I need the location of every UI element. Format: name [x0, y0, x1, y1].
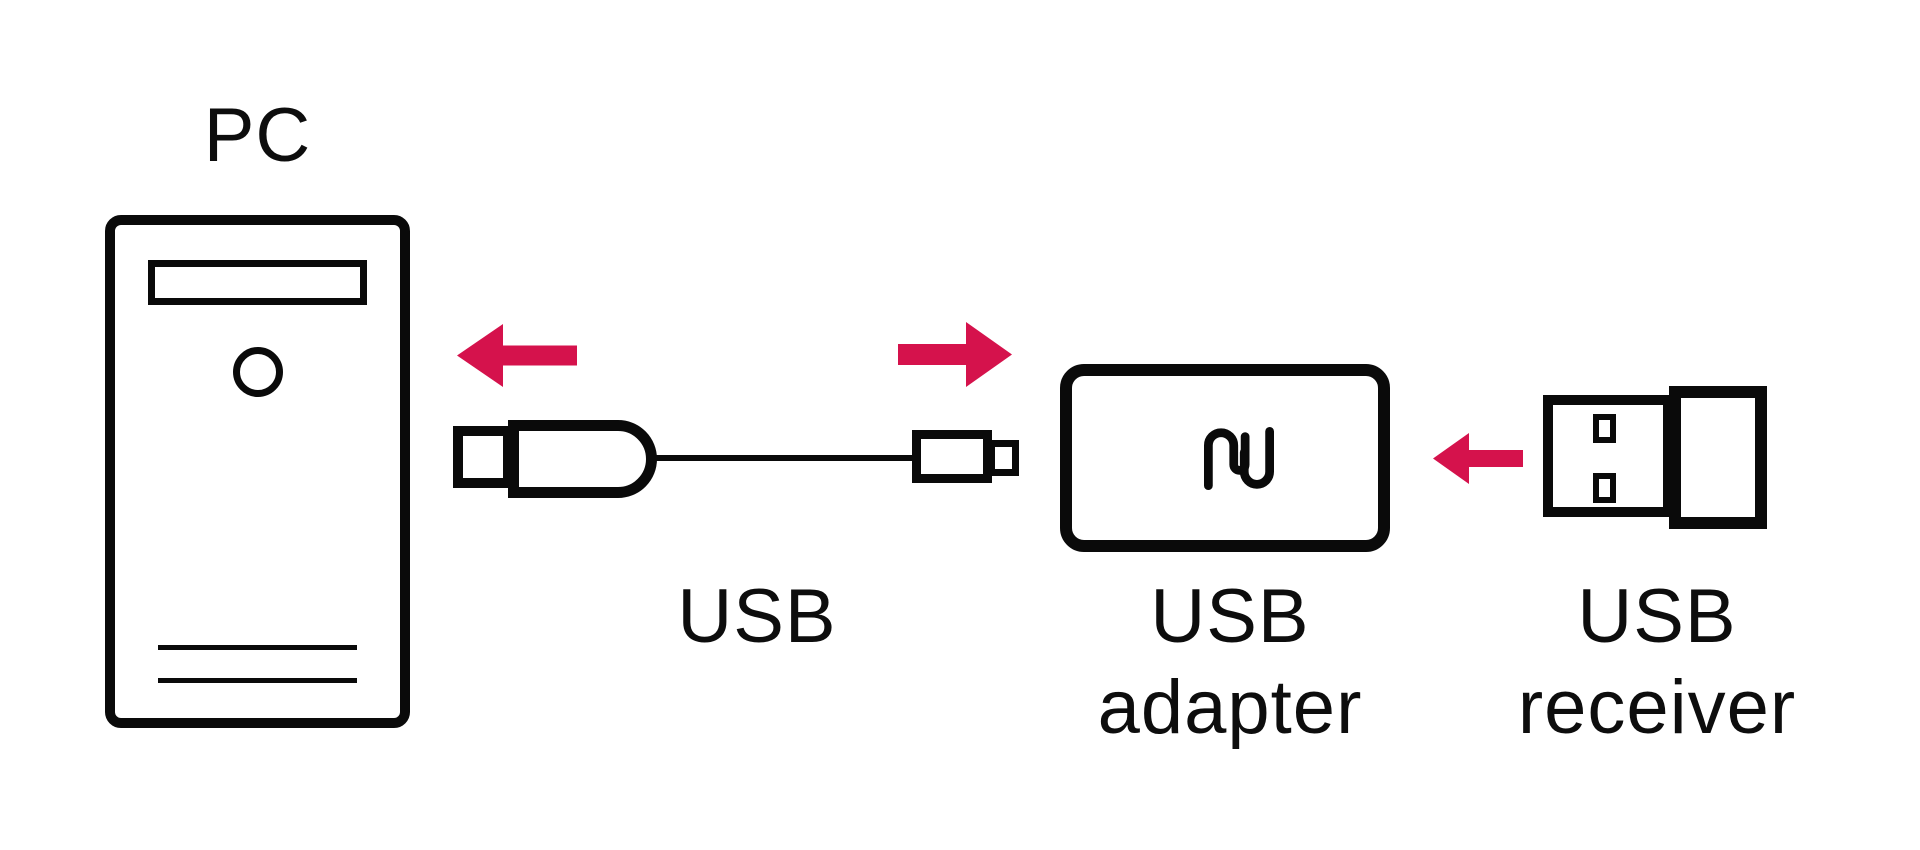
receiver-label: USB receiver	[1457, 571, 1857, 753]
receiver-plug	[1543, 395, 1673, 517]
adapter-label-line1: USB	[1150, 574, 1310, 659]
adapter-logo-icon	[1204, 426, 1274, 490]
arrow-left-icon	[1433, 433, 1523, 484]
cable-line	[650, 455, 916, 461]
power-button	[233, 347, 283, 397]
receiver-contact-1	[1593, 414, 1616, 443]
vent-line-2	[158, 678, 357, 683]
receiver-body	[1669, 386, 1767, 529]
usb-connector-tip	[988, 440, 1019, 476]
arrow-right-icon	[898, 322, 1012, 387]
adapter-label: USB adapter	[1030, 571, 1430, 753]
adapter-label-line2: adapter	[1097, 665, 1363, 751]
receiver-contact-2	[1593, 473, 1616, 503]
usb-adapter-box	[1060, 364, 1390, 552]
receiver-label-line1: USB	[1577, 574, 1737, 659]
usb-connector-body	[912, 430, 992, 483]
usb-plug-tip	[453, 426, 513, 488]
cable-label: USB	[677, 574, 837, 659]
usb-plug-body	[508, 420, 657, 498]
vent-line-1	[158, 645, 357, 650]
pc-label: PC	[203, 93, 312, 178]
drive-bay	[148, 260, 367, 305]
arrow-left-icon	[457, 324, 577, 387]
receiver-label-line2: receiver	[1517, 665, 1797, 751]
pc-tower-icon	[105, 215, 410, 728]
